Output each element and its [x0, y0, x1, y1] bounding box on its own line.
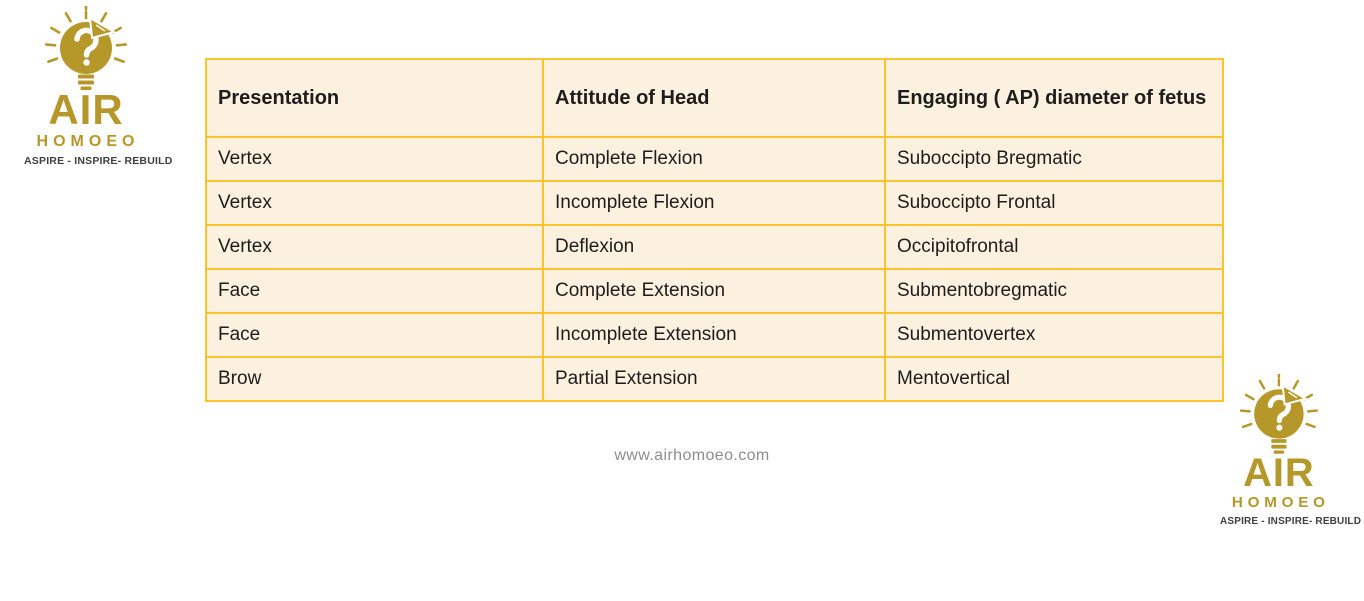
cell-attitude: Partial Extension [542, 356, 886, 402]
cell-presentation: Vertex [205, 180, 544, 226]
lightbulb-bird-icon [1239, 374, 1318, 454]
table-row: Brow Partial Extension Mentovertical [205, 356, 1224, 402]
cell-attitude: Complete Extension [542, 268, 886, 314]
cell-presentation: Vertex [205, 136, 544, 182]
column-header-attitude: Attitude of Head [542, 58, 886, 138]
table-row: Face Incomplete Extension Submentovertex [205, 312, 1224, 358]
cell-diameter: Occipitofrontal [884, 224, 1224, 270]
cell-attitude: Deflexion [542, 224, 886, 270]
cell-diameter: Submentovertex [884, 312, 1224, 358]
cell-presentation: Face [205, 268, 544, 314]
table-row: Vertex Deflexion Occipitofrontal [205, 224, 1224, 270]
cell-attitude: Complete Flexion [542, 136, 886, 182]
cell-diameter: Submentobregmatic [884, 268, 1224, 314]
fetal-presentation-table: Presentation Attitude of Head Engaging (… [205, 58, 1224, 402]
column-header-presentation: Presentation [205, 58, 544, 138]
logo-tagline: ASPIRE - INSPIRE- REBUILD [24, 154, 173, 167]
cell-diameter: Suboccipto Bregmatic [884, 136, 1224, 182]
cell-diameter: Mentovertical [884, 356, 1224, 402]
column-header-diameter: Engaging ( AP) diameter of fetus [884, 58, 1224, 138]
logo-tagline: ASPIRE - INSPIRE- REBUILD [1220, 515, 1362, 527]
air-homoeo-logo-top-left: AIR HOMOEO ASPIRE - INSPIRE- REBUILD [24, 6, 173, 167]
cell-attitude: Incomplete Flexion [542, 180, 886, 226]
website-url: www.airhomoeo.com [614, 447, 770, 464]
table-row: Vertex Incomplete Flexion Suboccipto Fro… [205, 180, 1224, 226]
cell-attitude: Incomplete Extension [542, 312, 886, 358]
logo-subname: HOMOEO [36, 132, 140, 150]
air-homoeo-logo-bottom-right: AIR HOMOEO ASPIRE - INSPIRE- REBUILD [1220, 374, 1362, 527]
table-header-row: Presentation Attitude of Head Engaging (… [205, 58, 1224, 138]
logo-subname: HOMOEO [1231, 494, 1330, 511]
cell-diameter: Suboccipto Frontal [884, 180, 1224, 226]
logo-wordmark: AIR [1243, 450, 1315, 495]
table-row: Face Complete Extension Submentobregmati… [205, 268, 1224, 314]
table-row: Vertex Complete Flexion Suboccipto Bregm… [205, 136, 1224, 182]
logo-wordmark: AIR [48, 86, 124, 133]
cell-presentation: Brow [205, 356, 544, 402]
cell-presentation: Face [205, 312, 544, 358]
lightbulb-bird-icon [44, 6, 128, 90]
cell-presentation: Vertex [205, 224, 544, 270]
